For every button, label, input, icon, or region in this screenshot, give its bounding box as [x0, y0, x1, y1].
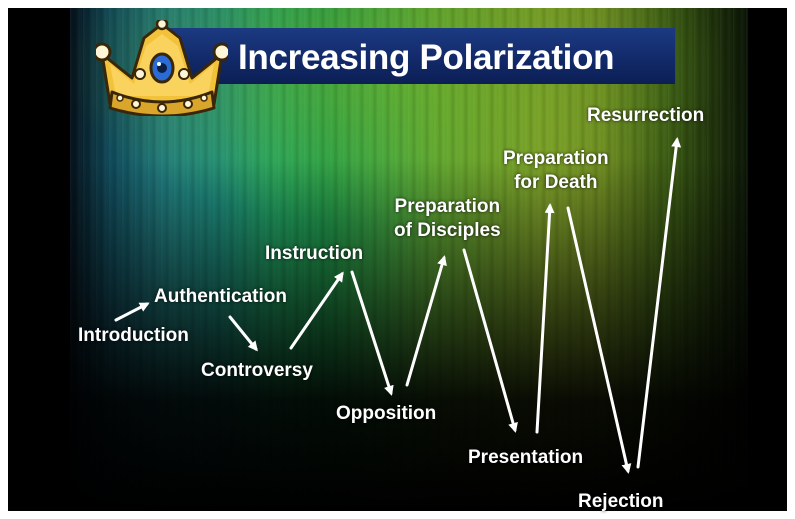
arrow-instruction-to-opposition	[350, 270, 394, 396]
stage-preparation-of-disciples: Preparation of Disciples	[394, 196, 501, 241]
stage-rejection: Rejection	[578, 491, 664, 512]
stage-controversy: Controversy	[201, 360, 313, 381]
stage-resurrection: Resurrection	[587, 105, 705, 126]
arrow-opposition-to-preparation-disciples	[405, 255, 447, 387]
arrow-presentation-to-preparation-death	[535, 203, 555, 434]
crown-icon	[96, 20, 228, 116]
arrow-preparation-death-to-rejection	[566, 206, 632, 474]
arrow-rejection-to-resurrection	[636, 137, 682, 469]
stage-presentation: Presentation	[468, 447, 584, 468]
arrow-preparation-disciples-to-presentation	[462, 248, 518, 433]
stage-authentication: Authentication	[154, 286, 287, 307]
arrow-controversy-to-instruction	[289, 271, 344, 350]
arrow-authentication-to-controversy	[228, 315, 258, 352]
slide-title: Increasing Polarization	[238, 38, 615, 77]
stage-introduction: Introduction	[78, 325, 189, 346]
arrow-introduction-to-authentication	[114, 302, 150, 322]
title-bar	[155, 28, 675, 84]
stage-instruction: Instruction	[265, 243, 364, 264]
stage-preparation-for-death: Preparation for Death	[503, 148, 609, 193]
stage-opposition: Opposition	[336, 403, 437, 424]
